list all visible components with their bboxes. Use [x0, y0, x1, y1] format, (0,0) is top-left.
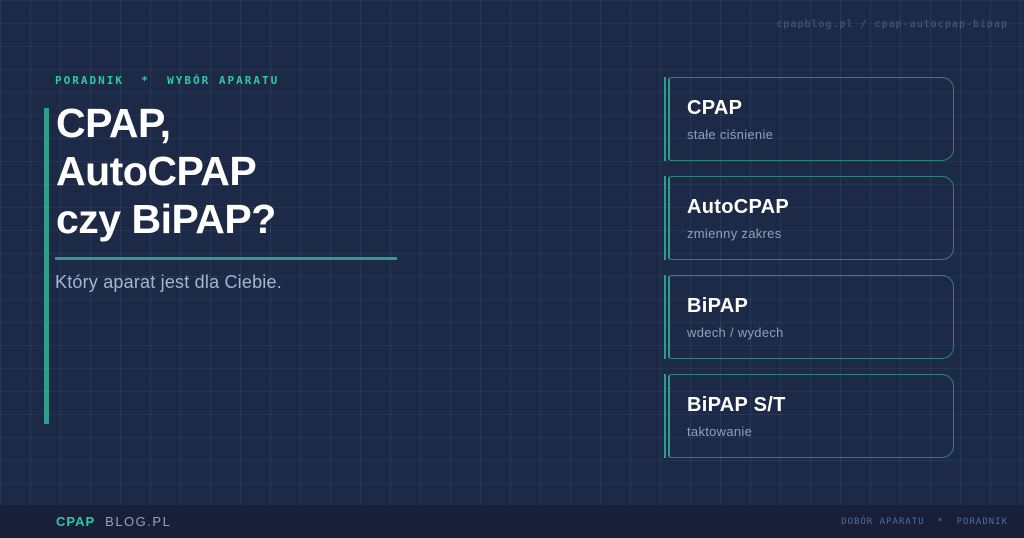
page-subtitle: Który aparat jest dla Ciebie.: [55, 272, 282, 292]
logo-secondary: BLOG.PL: [105, 514, 172, 529]
page-title-line-1: CPAP,: [56, 100, 171, 146]
title-underline: [55, 257, 397, 260]
card-title: CPAP: [687, 97, 743, 119]
card-title: BiPAP S/T: [687, 394, 786, 416]
site-logo: CPAP BLOG.PL: [56, 514, 171, 529]
logo-primary: CPAP: [56, 514, 96, 529]
device-card-autocpap[interactable]: AutoCPAP zmienny zakres: [664, 176, 954, 260]
footer-meta-label: DOBÓR APARATU * PORADNIK: [841, 516, 1008, 527]
card-subtitle: taktowanie: [687, 424, 753, 439]
breadcrumb: cpapblog.pl / cpap-autocpap-bipap: [776, 19, 1008, 30]
page-title-line-2: AutoCPAP: [56, 148, 257, 194]
device-card-list: CPAP stałe ciśnienie AutoCPAP zmienny za…: [662, 77, 954, 473]
title-accent-bar: [44, 108, 49, 424]
card-title: BiPAP: [687, 295, 749, 317]
device-card-bipap[interactable]: BiPAP wdech / wydech: [664, 275, 954, 359]
page-title: CPAP, AutoCPAP czy BiPAP?: [56, 99, 276, 243]
eyebrow-label: PORADNIK * WYBÓR APARATU: [55, 74, 280, 87]
card-title: AutoCPAP: [687, 196, 790, 218]
card-subtitle: wdech / wydech: [687, 325, 784, 340]
footer-bar: CPAP BLOG.PL DOBÓR APARATU * PORADNIK: [0, 505, 1024, 538]
device-card-bipap-st[interactable]: BiPAP S/T taktowanie: [664, 374, 954, 458]
page-title-line-3: czy BiPAP?: [56, 196, 276, 242]
card-subtitle: stałe ciśnienie: [687, 127, 774, 142]
device-card-cpap[interactable]: CPAP stałe ciśnienie: [664, 77, 954, 161]
card-subtitle: zmienny zakres: [687, 226, 782, 241]
